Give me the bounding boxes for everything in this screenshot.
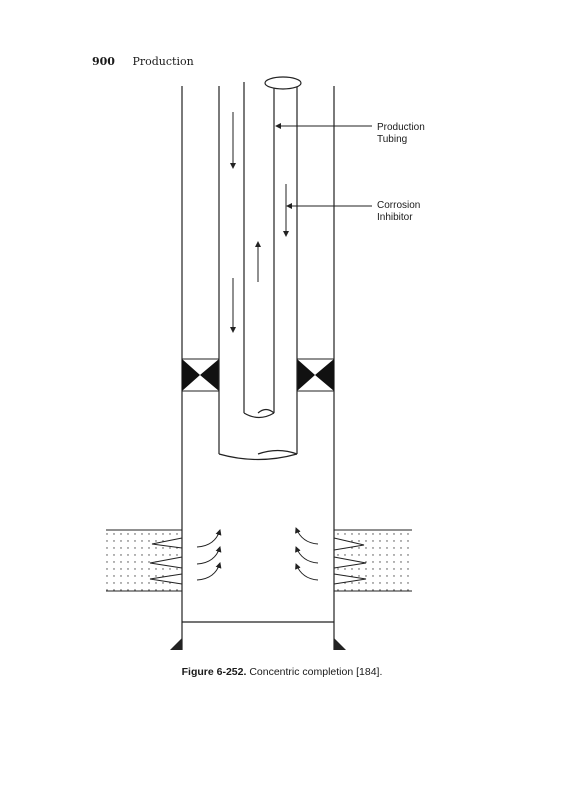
casing-shoe-right [334, 638, 346, 650]
figure-caption-text: Concentric completion [184]. [249, 666, 383, 678]
figure-caption: Figure 6-252. Concentric completion [184… [0, 666, 564, 678]
figure-number: Figure 6-252. [181, 666, 247, 678]
production-tubing-label-line1: Production [377, 122, 425, 133]
perforations [149, 537, 367, 585]
page-header: 900 Production [92, 55, 194, 68]
outer-tubing [218, 86, 298, 461]
production-tubing-label-line2: Tubing [377, 134, 408, 145]
corrosion-inhibitor-label: Corrosion Inhibitor [377, 200, 420, 224]
production-tubing [243, 76, 302, 419]
packer-right [296, 358, 335, 392]
packer-left [181, 358, 220, 392]
page-number: 900 [92, 55, 115, 68]
corrosion-inhibitor-label-line1: Corrosion [377, 200, 421, 211]
formation-zones [106, 529, 412, 592]
inflow-arrows [196, 527, 319, 581]
flow-arrows [230, 112, 289, 333]
section-title: Production [132, 55, 194, 68]
casing-shoe-left [170, 638, 182, 650]
corrosion-inhibitor-label-line2: Inhibitor [377, 212, 413, 223]
production-tubing-label: Production Tubing [377, 122, 425, 146]
